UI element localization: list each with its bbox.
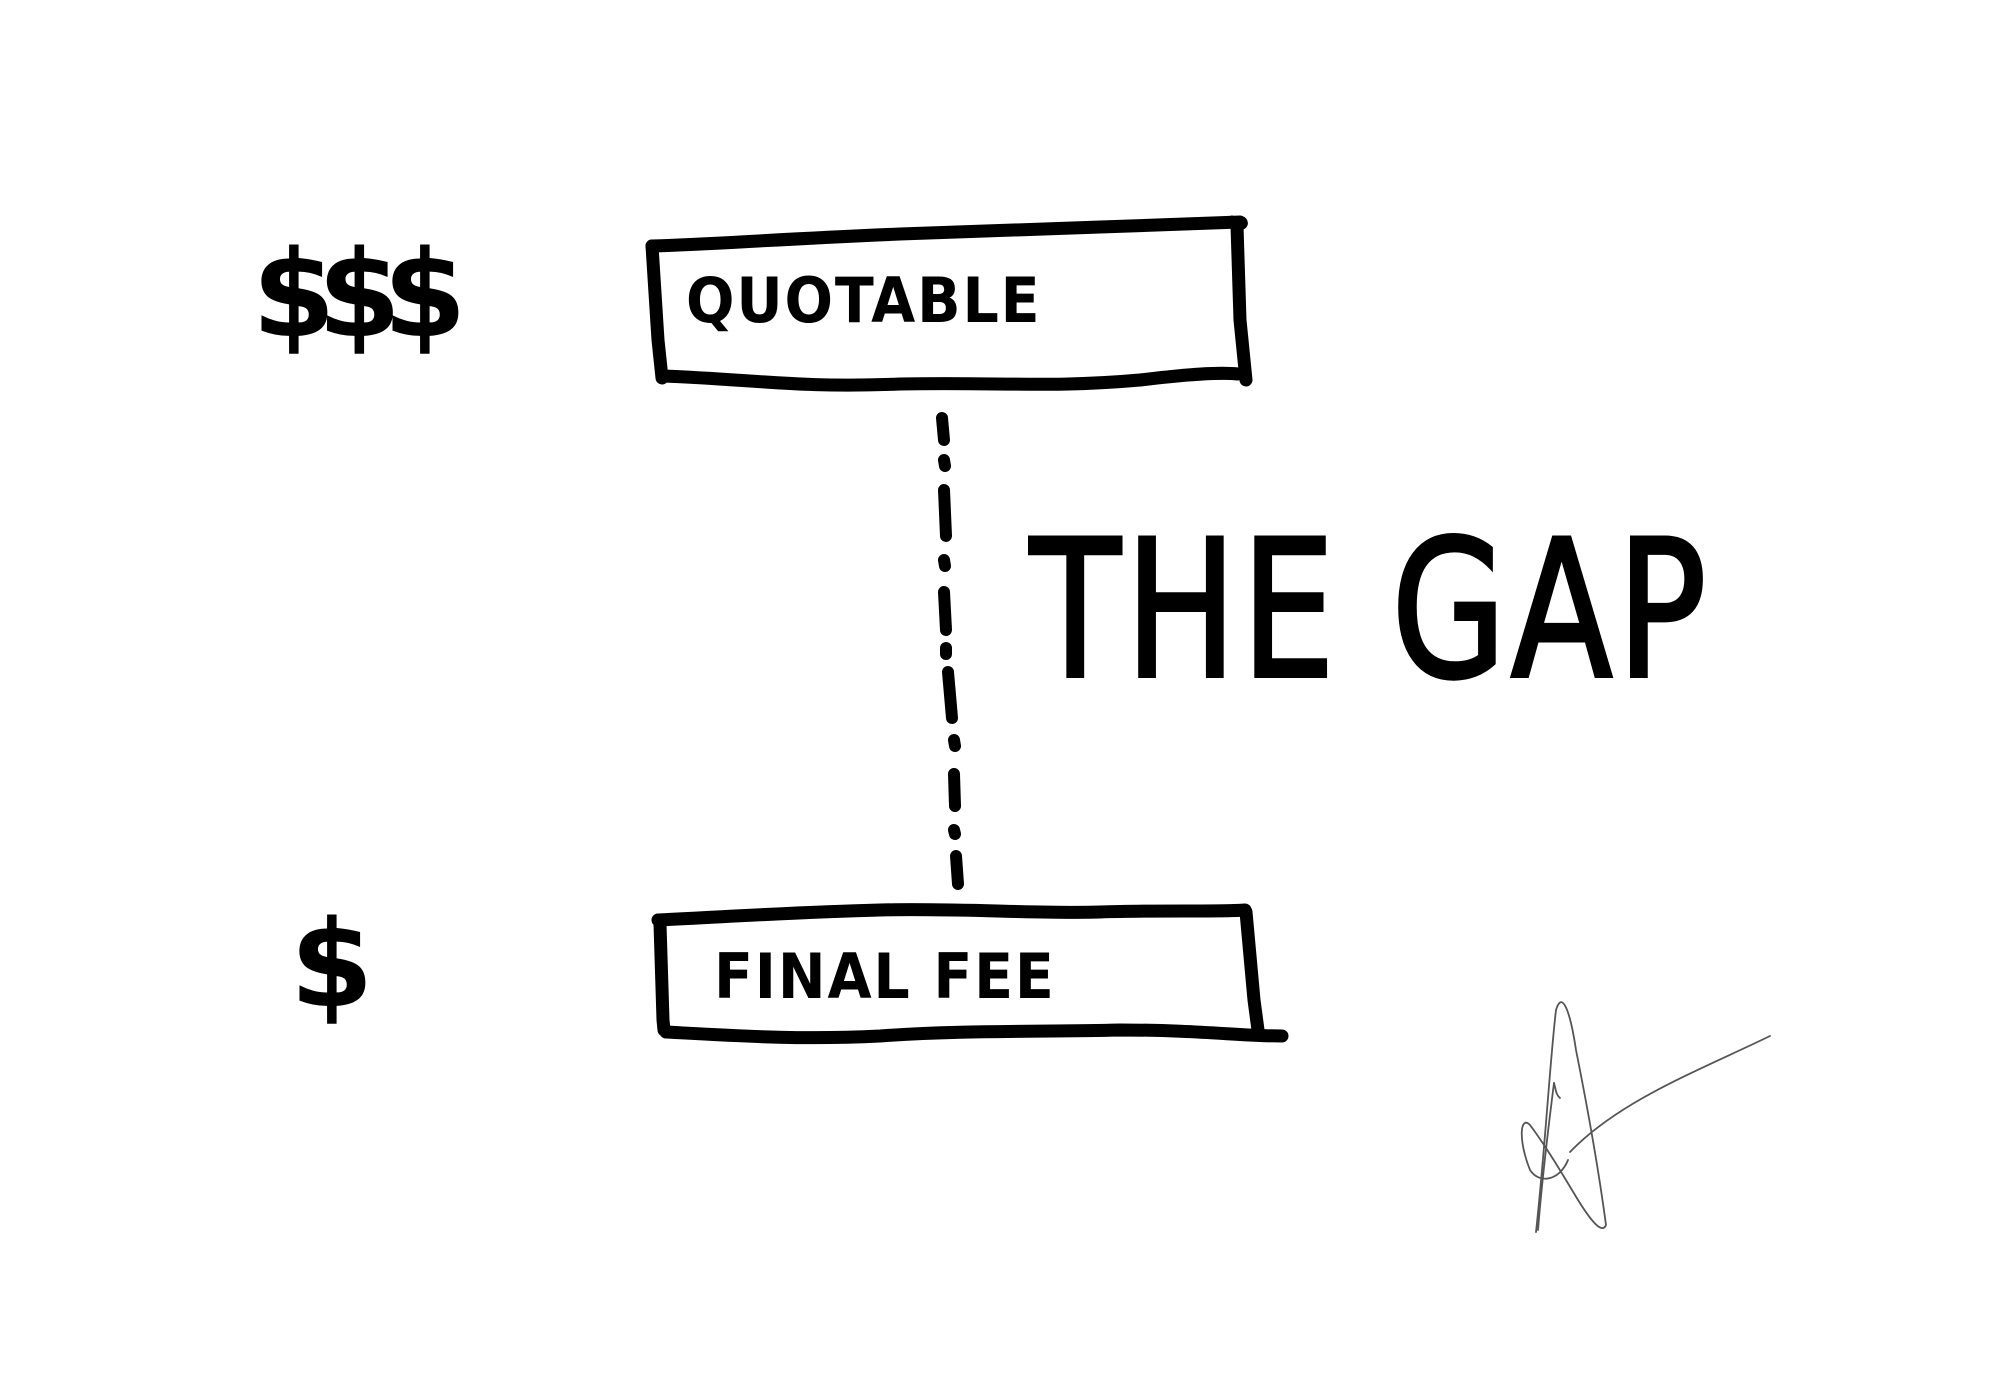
gap-connector-line: [936, 412, 964, 890]
high-price-marker: $$$: [252, 226, 466, 365]
author-signature: [1520, 1001, 1771, 1233]
quotable-label: QUOTABLE: [686, 264, 1042, 337]
low-price-marker: $: [290, 896, 373, 1035]
quotable-box-frame: [645, 215, 1253, 392]
the-gap-label: THE GAP: [1028, 498, 1712, 723]
final-fee-label: FINAL FEE: [714, 940, 1056, 1013]
final-fee-box-frame: [651, 903, 1289, 1045]
